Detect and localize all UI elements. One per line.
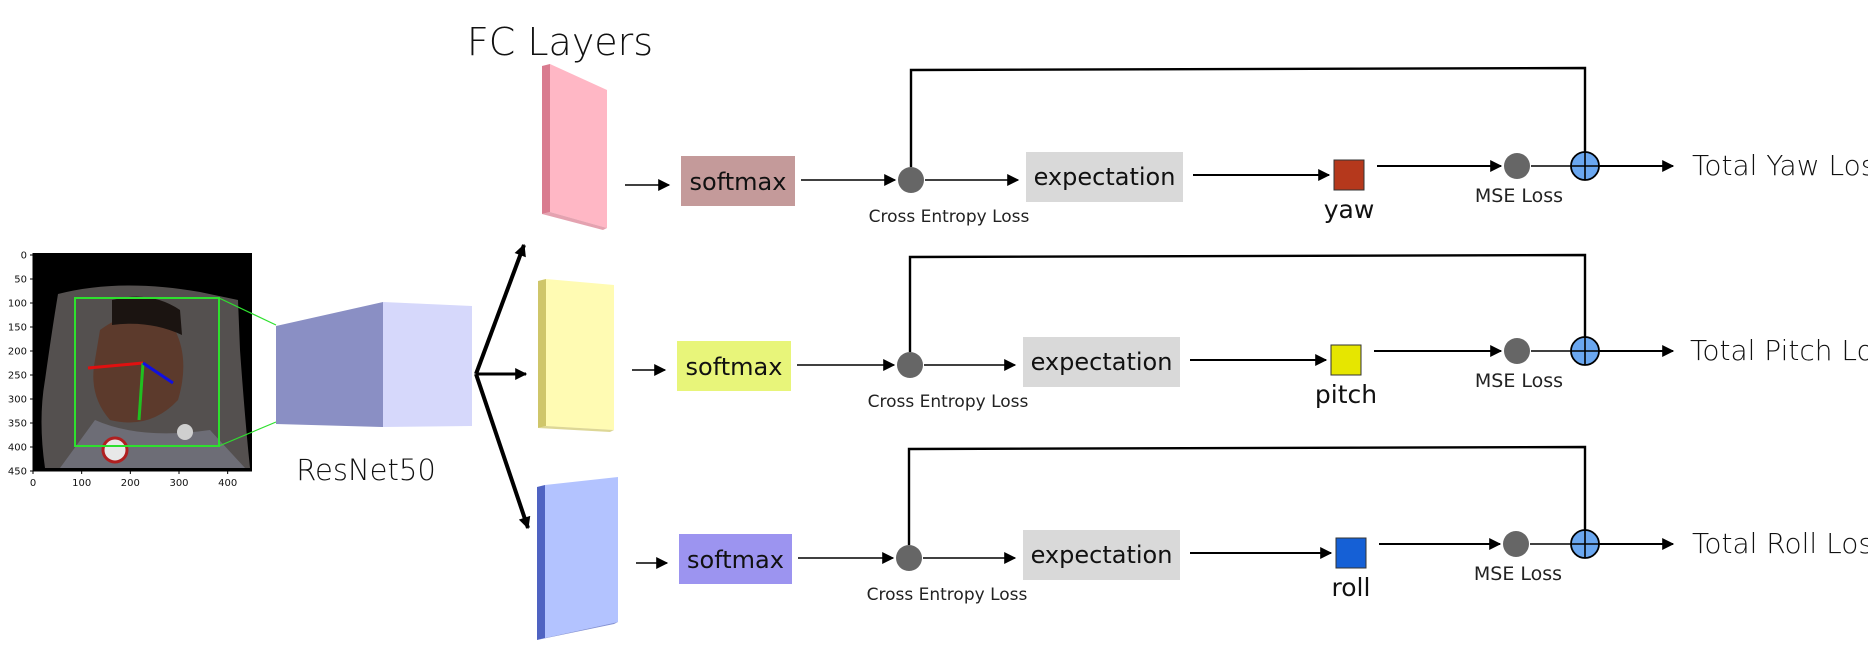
fc-layers-title: FC Layers: [467, 20, 653, 64]
x-tick-label: 400: [218, 478, 237, 489]
output-label: yaw: [1324, 195, 1375, 224]
mse-node: [1503, 531, 1529, 557]
y-tick-label: 0: [21, 251, 27, 262]
fc-layer-side: [537, 485, 545, 640]
softmax-box: [679, 534, 792, 584]
output-square-yaw: [1333, 159, 1365, 191]
crop-connector-bottom: [218, 421, 277, 447]
fan-arrow-bottom: [474, 373, 531, 530]
fc-layer-bottom: [542, 212, 607, 230]
y-tick-label: 150: [8, 323, 27, 334]
x-tick-label: 300: [169, 478, 188, 489]
expectation-label: expectation: [1031, 348, 1173, 376]
y-tick-label: 400: [8, 443, 27, 454]
softmax-label: softmax: [690, 168, 787, 196]
expectation-box: [1023, 530, 1180, 580]
fc-layer-bottom: [538, 426, 614, 432]
fc-layer-front: [545, 477, 618, 638]
expectation-label: expectation: [1034, 163, 1176, 191]
fc-layer-yaw: [542, 64, 607, 230]
output-square-pitch: [1330, 344, 1362, 376]
output-label: pitch: [1315, 380, 1377, 409]
mse-label: MSE Loss: [1475, 185, 1563, 207]
pose-axis-red: [87, 361, 144, 370]
fc-layer-bottom: [537, 622, 618, 640]
softmax-box: [681, 156, 795, 206]
total-loss-label: Total Yaw Loss: [1692, 149, 1868, 182]
mse-label: MSE Loss: [1474, 563, 1562, 585]
y-tick-label: 50: [14, 275, 27, 286]
fc-layer-side: [538, 279, 546, 428]
cross-entropy-label: Cross Entropy Loss: [868, 392, 1029, 412]
resnet-front-face: [276, 302, 383, 427]
total-loss-label: Total Roll Loss: [1692, 527, 1868, 560]
mse-label: MSE Loss: [1475, 370, 1563, 392]
mse-node: [1504, 153, 1530, 179]
fan-out-arrows: [474, 243, 531, 530]
skip-connection: [908, 253, 1587, 352]
cross-entropy-node: [896, 545, 922, 571]
expectation-label: expectation: [1031, 541, 1173, 569]
softmax-box: [677, 341, 791, 391]
x-tick-label: 200: [121, 478, 140, 489]
cross-entropy-label: Cross Entropy Loss: [869, 207, 1030, 227]
cross-entropy-node: [897, 352, 923, 378]
resnet50-block: [276, 302, 472, 427]
fc-layer-front: [550, 64, 607, 228]
fc-layer-roll: [537, 477, 618, 640]
face-thumbnail: 0 50 100 150 200 250 300 350 400 450 0 100 200 300 40…: [8, 251, 252, 489]
total-loss-label: Total Pitch Loss: [1690, 334, 1868, 367]
cross-entropy-node: [898, 167, 924, 193]
mse-node: [1504, 338, 1530, 364]
skip-connection: [907, 445, 1587, 545]
output-label: roll: [1332, 573, 1371, 602]
cross-entropy-label: Cross Entropy Loss: [867, 585, 1028, 605]
x-tick-label: 100: [72, 478, 91, 489]
x-tick-label: 0: [30, 478, 36, 489]
fc-layer-front: [546, 279, 614, 430]
fc-layer-side: [542, 64, 550, 214]
skip-connection: [909, 66, 1587, 167]
y-tick-label: 300: [8, 395, 27, 406]
fc-layer-pitch: [538, 279, 614, 432]
expectation-box: [1023, 337, 1180, 387]
y-tick-label: 100: [8, 299, 27, 310]
softmax-label: softmax: [686, 353, 783, 381]
expectation-box: [1026, 152, 1183, 202]
pose-axis-green: [137, 362, 145, 421]
y-tick-label: 250: [8, 371, 27, 382]
y-tick-label: 350: [8, 419, 27, 430]
crop-connector-top: [218, 297, 277, 326]
resnet-label: ResNet50: [296, 453, 436, 487]
fan-arrow-top: [474, 243, 526, 375]
output-square-roll: [1335, 537, 1367, 569]
softmax-label: softmax: [687, 546, 784, 574]
y-tick-label: 450: [8, 467, 27, 478]
resnet-side-face: [383, 302, 472, 427]
pose-axis-blue: [142, 361, 174, 385]
y-tick-label: 200: [8, 347, 27, 358]
detection-box: [74, 297, 220, 447]
